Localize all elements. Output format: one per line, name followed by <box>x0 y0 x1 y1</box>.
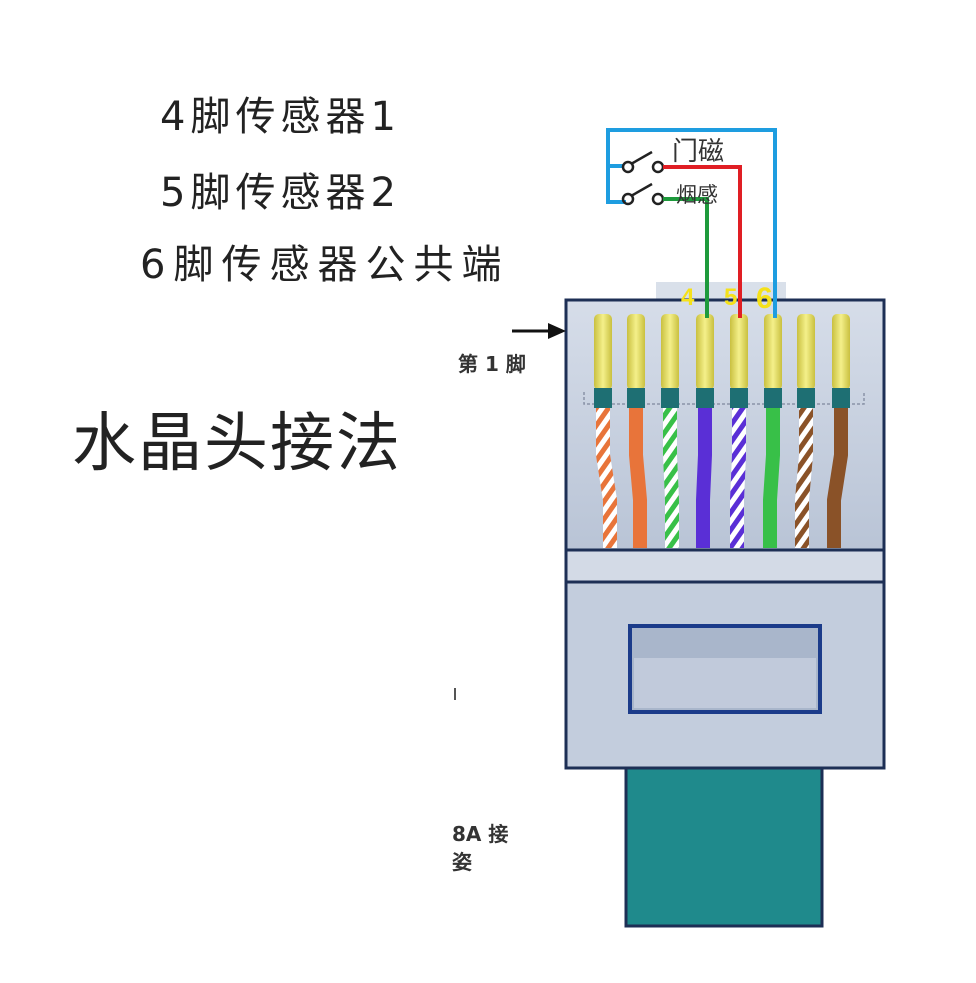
pin-number-5: 5 <box>724 284 737 311</box>
contact-8 <box>832 314 850 390</box>
sensor-common-note: 6脚传感器公共端 <box>140 242 510 288</box>
contact-2 <box>627 314 645 390</box>
latch-window-inner <box>634 658 816 708</box>
pin-number-4: 4 <box>681 284 695 311</box>
contact-collar-3 <box>661 388 679 408</box>
pin1-arrow-head <box>548 323 566 339</box>
pin-number-6: 6 <box>756 282 773 315</box>
contact-collar-6 <box>764 388 782 408</box>
wire-green <box>763 408 780 548</box>
sensor2-note: 5脚传感器2 <box>160 170 401 216</box>
contact-collar-2 <box>627 388 645 408</box>
pin1-label: 第 1 脚 <box>458 352 526 376</box>
door-switch-contact-right <box>651 160 665 174</box>
common-loop-wire <box>606 128 777 318</box>
diagram-title: 水晶头接法 <box>72 407 402 481</box>
smoke-switch-contact-right <box>651 192 665 206</box>
contact-4 <box>696 314 714 390</box>
contact-5 <box>730 314 748 390</box>
contact-collar-8 <box>832 388 850 408</box>
sensor1-note: 4脚传感器1 <box>160 94 401 140</box>
contact-3 <box>661 314 679 390</box>
smoke-switch-contact-left <box>621 192 635 206</box>
standard-label-line2: 姿 <box>452 850 472 874</box>
wire-white-blue <box>730 408 746 548</box>
contacts-bracket <box>583 392 865 405</box>
connector-collar <box>564 548 886 584</box>
wire-white-brown <box>795 408 813 548</box>
contact-collar-1 <box>594 388 612 408</box>
wire-white-green <box>663 408 679 548</box>
smoke-switch-blade <box>630 182 653 198</box>
contact-collar-5 <box>730 388 748 408</box>
sensor1-red-wire <box>663 165 742 318</box>
standard-label-line1: 8A 接 <box>452 822 509 846</box>
connector-cap <box>656 282 786 302</box>
wire-orange <box>629 408 647 548</box>
wire-blue <box>696 408 712 548</box>
contact-7 <box>797 314 815 390</box>
door-sensor-label: 门磁 <box>672 137 724 167</box>
contact-1 <box>594 314 612 390</box>
door-switch-contact-left <box>621 160 635 174</box>
contact-6 <box>764 314 782 390</box>
door-switch-blade <box>630 150 653 166</box>
sensor2-green-wire <box>663 197 709 318</box>
cable-boot <box>624 766 824 928</box>
contact-collar-7 <box>797 388 815 408</box>
contact-collar-4 <box>696 388 714 408</box>
smoke-sensor-label: 烟感 <box>676 183 718 207</box>
wire-white-orange <box>596 408 617 548</box>
wires-group <box>594 314 850 548</box>
wire-brown <box>827 408 848 548</box>
